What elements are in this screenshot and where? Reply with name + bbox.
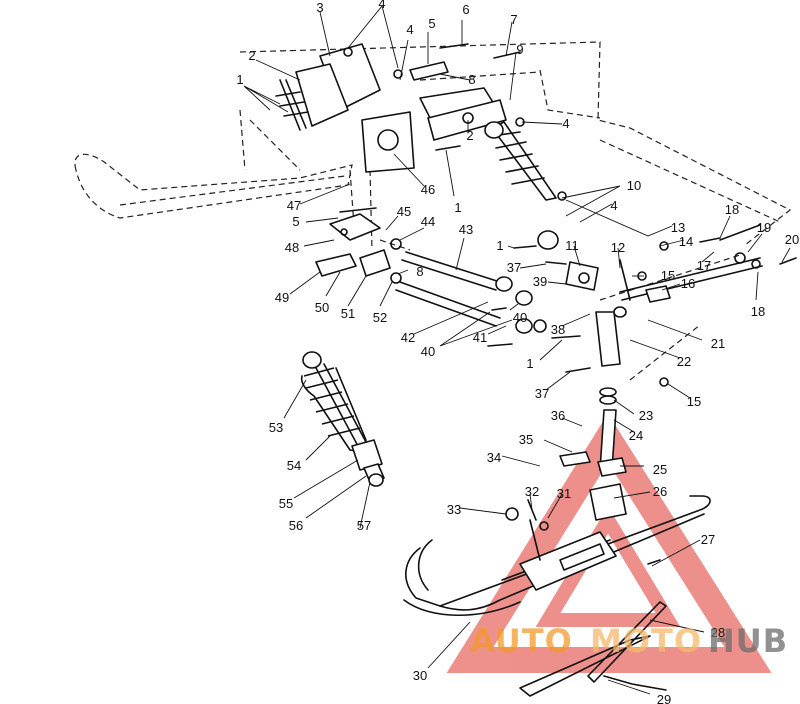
callout-c51: 51 <box>341 306 355 321</box>
callout-c27: 27 <box>701 532 715 547</box>
callout-c52: 52 <box>373 310 387 325</box>
callout-c46: 46 <box>421 182 435 197</box>
callout-c1a: 1 <box>236 72 243 87</box>
callout-c4b: 4 <box>406 22 413 37</box>
watermark-moto: MOTO <box>590 622 702 660</box>
mounting-brackets <box>315 207 402 284</box>
callout-c16: 16 <box>681 276 695 291</box>
callout-c33: 33 <box>447 502 461 517</box>
ski-runners <box>519 601 667 697</box>
callout-c41: 41 <box>473 330 487 345</box>
callout-c15a: 15 <box>661 268 675 283</box>
callout-c18b: 18 <box>751 304 765 319</box>
callout-c18a: 18 <box>725 202 739 217</box>
callout-c42: 42 <box>401 330 415 345</box>
shock-absorber-53-57 <box>300 351 385 487</box>
suspension-arms <box>395 251 501 327</box>
callout-c12: 12 <box>611 240 625 255</box>
callout-c36: 36 <box>551 408 565 423</box>
callout-c9: 9 <box>516 42 523 57</box>
callout-c30: 30 <box>413 668 427 683</box>
watermark-hub: HUB <box>708 622 788 660</box>
upper-tie-rod <box>619 224 763 301</box>
lower-ski <box>403 483 711 617</box>
callout-c2b: 2 <box>466 128 473 143</box>
callout-c8a: 8 <box>468 72 475 87</box>
callout-c50: 50 <box>315 300 329 315</box>
arm-bushings <box>487 276 547 347</box>
callout-c40b: 40 <box>513 310 527 325</box>
callout-c10: 10 <box>627 178 641 193</box>
callout-c4a: 4 <box>378 0 385 11</box>
upper-shock-absorber <box>275 79 559 250</box>
spindle-assembly <box>545 259 671 477</box>
callout-c4c: 4 <box>562 116 569 131</box>
callout-c31: 31 <box>557 486 571 501</box>
ski-hardware <box>505 499 661 565</box>
callout-c4d: 4 <box>610 198 617 213</box>
callout-c23: 23 <box>639 408 653 423</box>
watermark-text: AUTO MOTO HUB <box>470 622 788 660</box>
callout-c47: 47 <box>287 198 301 213</box>
callout-c43: 43 <box>459 222 473 237</box>
callout-c17: 17 <box>697 258 711 273</box>
callout-c21: 21 <box>711 336 725 351</box>
callout-c20: 20 <box>785 232 799 247</box>
callout-c14: 14 <box>679 234 693 249</box>
upper-ski-ghost <box>74 109 353 219</box>
callout-c6: 6 <box>462 2 469 17</box>
callout-c53: 53 <box>269 420 283 435</box>
callout-c40a: 40 <box>421 344 435 359</box>
callout-c5b: 5 <box>292 214 299 229</box>
leader-lines <box>243 5 791 695</box>
callout-c38: 38 <box>551 322 565 337</box>
callout-c13: 13 <box>671 220 685 235</box>
callout-c3: 3 <box>316 0 323 15</box>
callout-c56: 56 <box>289 518 303 533</box>
callout-c54: 54 <box>287 458 301 473</box>
callout-c48: 48 <box>285 240 299 255</box>
callout-c19: 19 <box>757 220 771 235</box>
callout-c24: 24 <box>629 428 643 443</box>
callout-c35: 35 <box>519 432 533 447</box>
callout-c49: 49 <box>275 290 289 305</box>
callout-c37b: 37 <box>535 386 549 401</box>
callout-c28: 28 <box>711 625 725 640</box>
callout-c5a: 5 <box>428 16 435 31</box>
callout-c44: 44 <box>421 214 435 229</box>
callout-c2a: 2 <box>248 48 255 63</box>
callout-c25: 25 <box>653 462 667 477</box>
callout-c11: 11 <box>565 238 579 253</box>
callout-c7: 7 <box>510 12 517 27</box>
callout-c45: 45 <box>397 204 411 219</box>
watermark-auto: AUTO <box>470 622 573 660</box>
callout-c15b: 15 <box>687 394 701 409</box>
callout-c8b: 8 <box>416 264 423 279</box>
callout-c1c: 1 <box>496 238 503 253</box>
upper-mount-plates <box>295 43 507 173</box>
callout-c1d: 1 <box>526 356 533 371</box>
callout-c32: 32 <box>525 484 539 499</box>
callout-c22: 22 <box>677 354 691 369</box>
callout-c39: 39 <box>533 274 547 289</box>
callout-c55: 55 <box>279 496 293 511</box>
callout-c57: 57 <box>357 518 371 533</box>
callout-c1b: 1 <box>454 200 461 215</box>
callout-c37a: 37 <box>507 260 521 275</box>
callout-c34: 34 <box>487 450 501 465</box>
callout-c26: 26 <box>653 484 667 499</box>
callout-c29: 29 <box>657 692 671 704</box>
